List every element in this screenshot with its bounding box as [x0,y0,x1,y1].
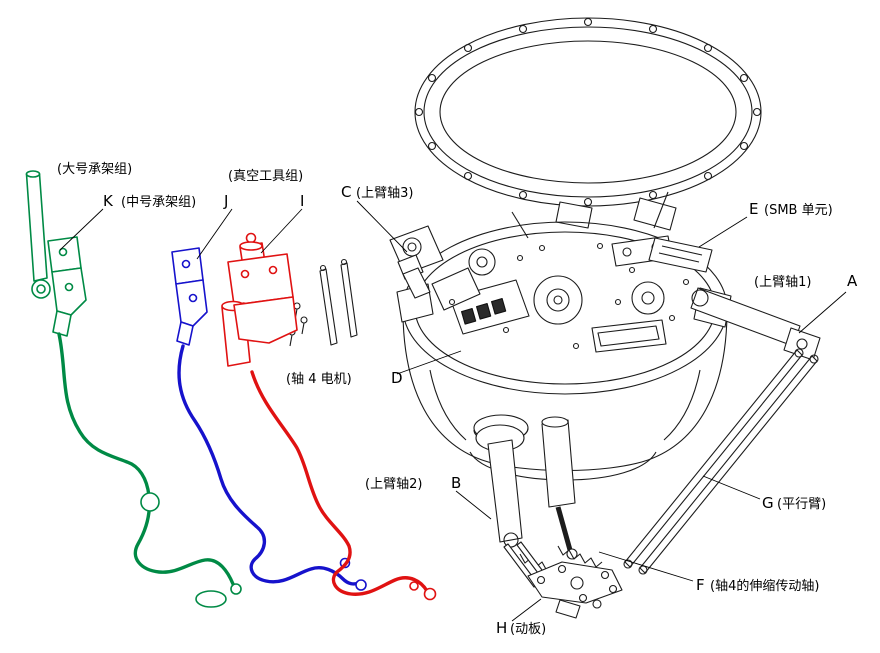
label-letter-E: E [749,200,758,218]
label-letter-A: A [847,272,858,290]
label-letter-F: F [696,576,705,594]
label-letter-J: J [223,192,228,210]
parallel-arm [623,348,819,575]
labels: (大号承架组) K (中号承架组) J (真空工具组) I C (上臂轴3) E… [57,162,858,637]
top-cover-ring [414,17,762,207]
label-part-G: (平行臂) [777,497,826,512]
telescopic-drive-shaft [519,416,603,576]
leader-H [511,598,542,622]
label-letter-K: K [103,192,114,210]
label-part-E: (SMB 单元) [764,203,833,218]
label-part-J: (中号承架组) [121,195,196,210]
green-cable [57,332,235,586]
spring [557,545,603,568]
upper-arm-2 [475,424,552,588]
label-part-H: (动板) [510,622,546,637]
blue-cable [177,344,360,586]
leader-J [196,208,233,260]
label-letter-H: H [496,619,507,637]
upper-arm-3 [389,225,444,299]
vacuum-tool-assembly [221,232,437,601]
leader-F [598,551,694,582]
leader-B [455,490,492,520]
label-part-B: (上臂轴2) [365,477,422,492]
label-letter-C: C [341,183,351,201]
leader-E [698,216,748,248]
label-part-A: (上臂轴1) [754,275,811,290]
label-letter-G: G [762,494,774,512]
label-part-D: (轴 4 电机) [286,372,352,387]
leader-D [396,350,462,375]
smb-unit [648,237,713,273]
leader-K [59,208,104,251]
leader-lines [59,200,847,622]
fasteners [288,258,358,347]
leader-I [260,208,303,254]
label-part-C: (上臂轴3) [356,186,413,201]
cover-screws [414,17,762,207]
large-carrier-assembly [25,170,242,608]
leader-G [702,475,761,500]
label-letter-I: I [300,192,304,210]
leader-C [356,200,408,253]
moving-plate [527,561,623,619]
internal-mechanism [431,235,713,353]
label-letter-D: D [391,369,403,387]
label-letter-B: B [451,474,461,492]
robot-drawing [288,17,821,619]
label-part-K: (大号承架组) [57,162,132,177]
red-cable [250,370,429,596]
label-part-I: (真空工具组) [228,169,303,184]
label-part-F: (轴4的伸缩传动轴) [710,578,819,594]
upper-arm-1 [690,287,821,361]
leader-A [798,291,847,334]
